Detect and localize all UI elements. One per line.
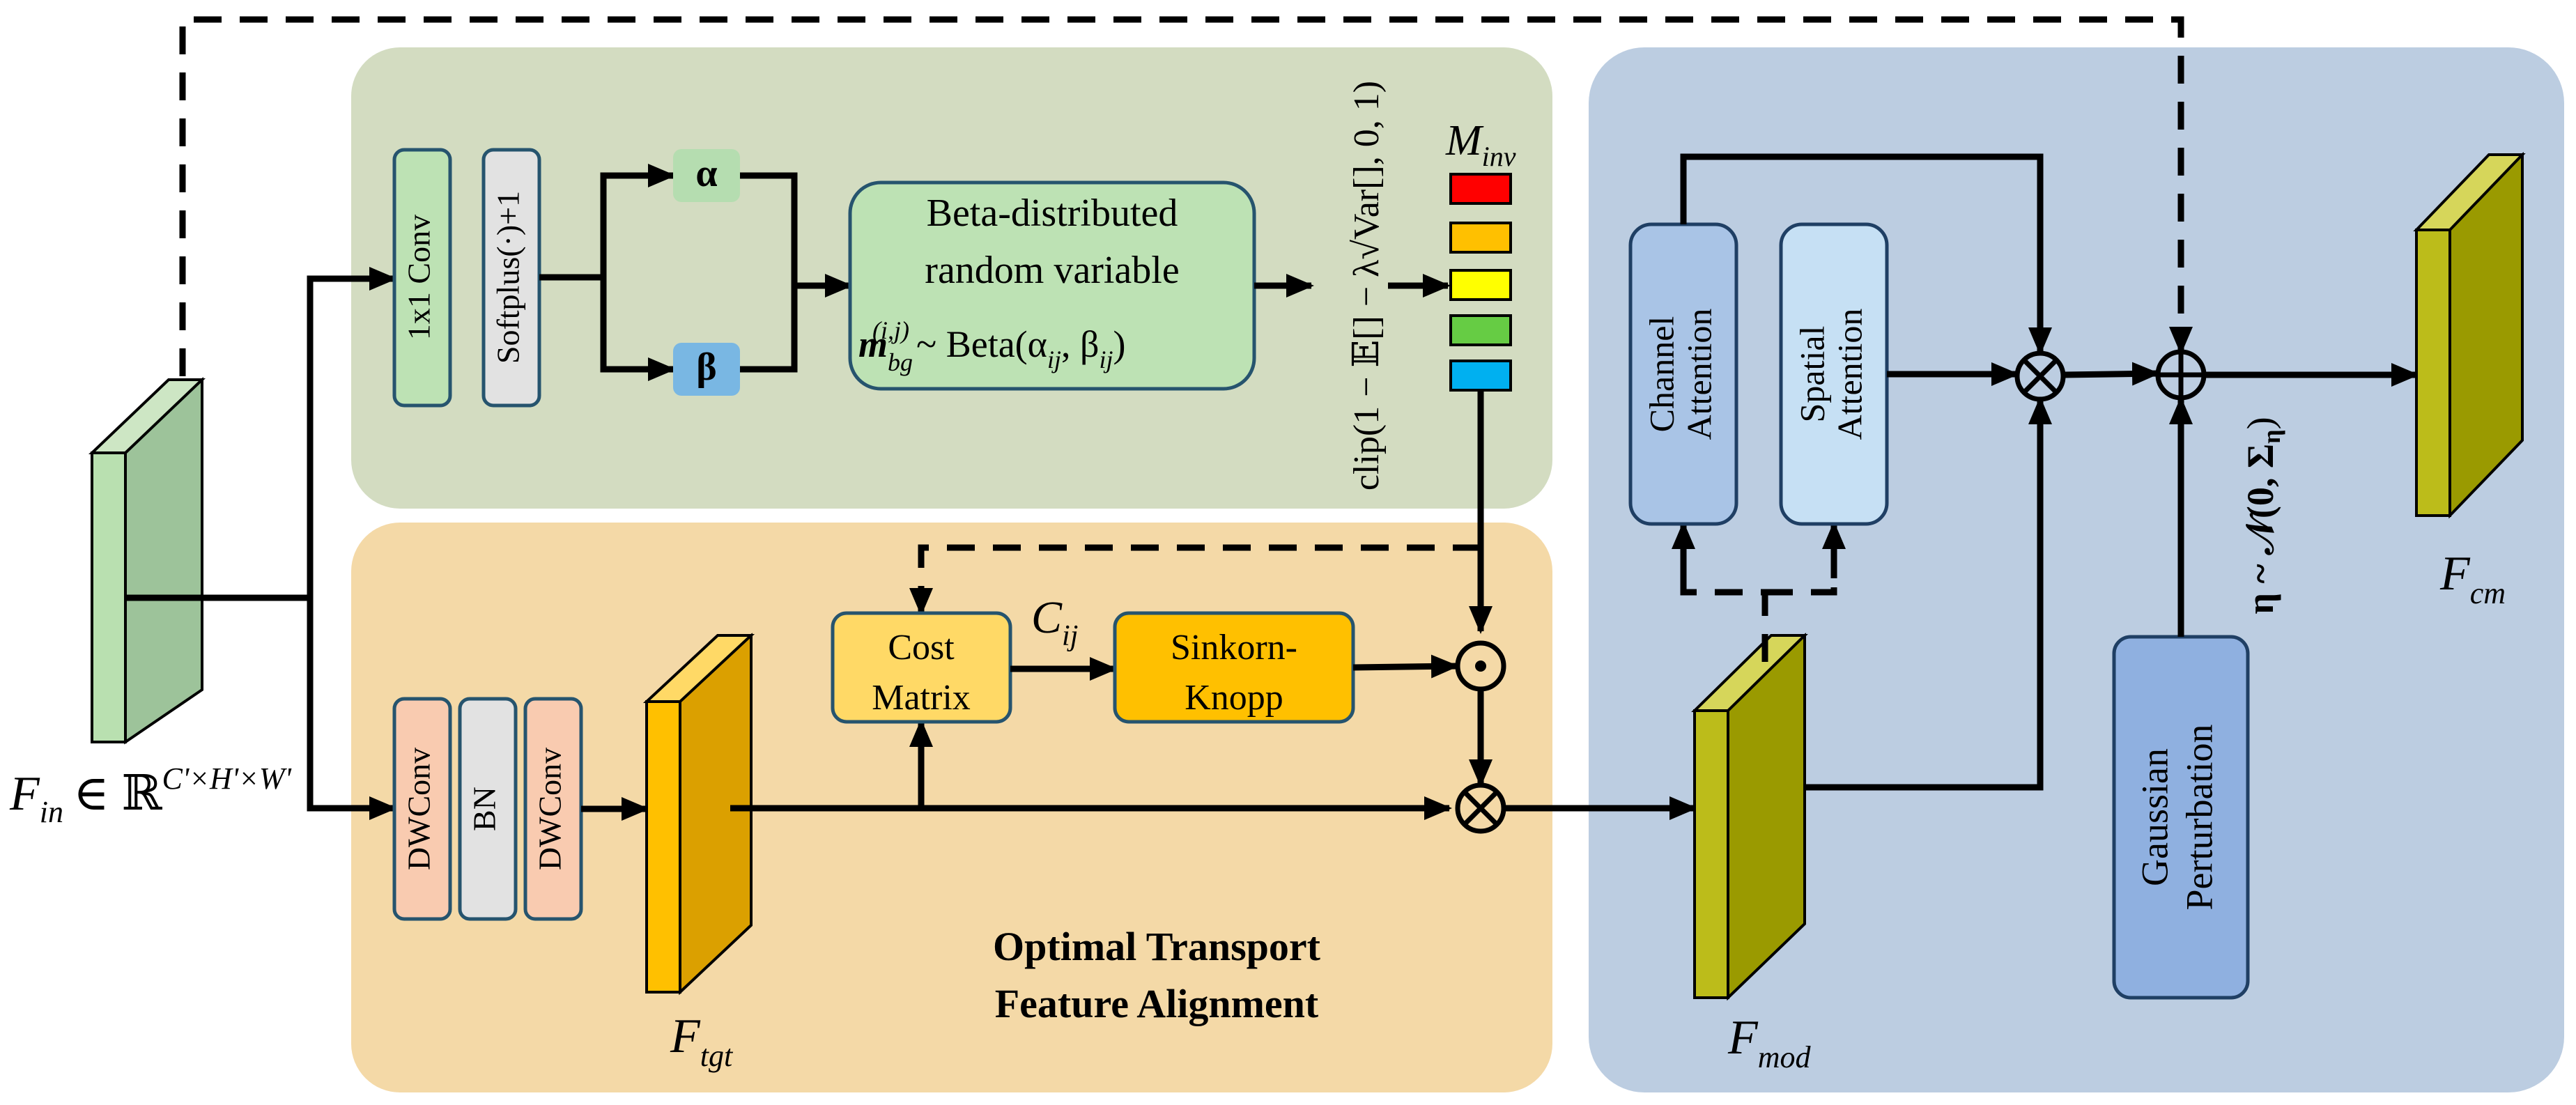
svg-text:α: α <box>695 152 717 195</box>
svg-text:β: β <box>696 346 717 389</box>
svg-text:1x1 Conv: 1x1 Conv <box>401 215 437 340</box>
channel-to-otimes-line <box>1680 153 2052 355</box>
svg-text:Knopp: Knopp <box>1185 678 1283 718</box>
minv-to-cost-dashed <box>909 544 1481 616</box>
to-beta-line <box>600 277 676 381</box>
otimes-to-oplus-line <box>2063 362 2160 386</box>
conv-1x1-box: 1x1 Conv <box>392 148 452 408</box>
skip-dashed-line <box>179 16 2193 376</box>
svg-text:Softplus(·)+1: Softplus(·)+1 <box>491 191 526 364</box>
ot-title-line2: Feature Alignment <box>995 981 1319 1026</box>
sinkhorn-to-odot-line <box>1352 654 1459 679</box>
gaussian-perturbation-box: Gaussian Perturbation <box>2112 635 2250 1000</box>
svg-text:DWConv: DWConv <box>532 748 568 870</box>
svg-text:Matrix: Matrix <box>872 678 971 718</box>
channel-attention-box: Channel Attention <box>1628 222 1738 526</box>
minv-stack <box>1449 173 1512 392</box>
sinkhorn-knopp-box: Sinkorn- Knopp <box>1113 611 1355 724</box>
cij-label: Cij <box>1031 592 1078 652</box>
svg-text:Sinkorn-: Sinkorn- <box>1171 628 1297 667</box>
odot-operator <box>1455 640 1506 692</box>
beta-param: β <box>673 343 740 396</box>
cost-matrix-box: Cost Matrix <box>831 611 1012 724</box>
alpha-out-line <box>740 172 798 286</box>
alpha-param: α <box>673 149 740 202</box>
svg-text:random variable: random variable <box>925 249 1179 292</box>
dwconv-box-1: DWConv <box>392 697 452 921</box>
beta-out-line <box>740 286 798 373</box>
oplus-operator <box>2155 349 2207 401</box>
fcm-label: Fcm <box>2439 547 2506 610</box>
svg-text:Cost: Cost <box>888 628 955 667</box>
fmod-label: Fmod <box>1727 1011 1812 1074</box>
ftgt-label: Ftgt <box>670 1010 734 1073</box>
split-to-conv-line <box>307 267 397 598</box>
svg-text:Beta-distributed: Beta-distributed <box>927 192 1178 235</box>
split-to-dwconv-line <box>307 598 397 820</box>
beta-distribution-box: Beta-distributed random variable mbg(i,j… <box>848 180 1256 391</box>
fmod-tensor <box>1691 633 1808 1001</box>
otimes-operator-ot <box>1455 782 1506 834</box>
otimes-operator-att <box>2014 350 2066 402</box>
minv-label: Minv <box>1445 117 1516 172</box>
svg-text:Gaussian: Gaussian <box>2134 748 2175 886</box>
softplus-box: Softplus(·)+1 <box>481 148 541 408</box>
svg-text:Spatial: Spatial <box>1792 326 1831 423</box>
svg-text:BN: BN <box>467 787 502 831</box>
ot-title-line1: Optimal Transport <box>993 924 1321 969</box>
clip-expression: clip(1 − 𝔼[] − λ√Var[], 0, 1) <box>1347 81 1387 490</box>
svg-text:Perturbation: Perturbation <box>2178 725 2220 911</box>
svg-text:Attention: Attention <box>1830 309 1869 440</box>
dwconv-box-2: DWConv <box>523 697 583 921</box>
svg-text:Channel: Channel <box>1642 316 1681 433</box>
fcm-tensor <box>2413 152 2526 519</box>
input-label: Fin∈ ℝC'×H'×W' <box>9 762 292 829</box>
bn-box: BN <box>458 697 518 921</box>
beta-formula: mbg(i,j)~ Beta(αij, βij) <box>858 316 1125 376</box>
ftgt-tensor <box>642 633 755 996</box>
to-alpha-line <box>600 164 676 277</box>
input-tensor <box>88 377 206 745</box>
svg-text:DWConv: DWConv <box>401 748 437 870</box>
spatial-attention-box: Spatial Attention <box>1779 222 1889 526</box>
fmod-to-otimes-line <box>1805 396 2052 791</box>
svg-text:Attention: Attention <box>1679 309 1718 440</box>
eta-label: η ~ 𝒩(0, Ση) <box>2239 417 2285 614</box>
